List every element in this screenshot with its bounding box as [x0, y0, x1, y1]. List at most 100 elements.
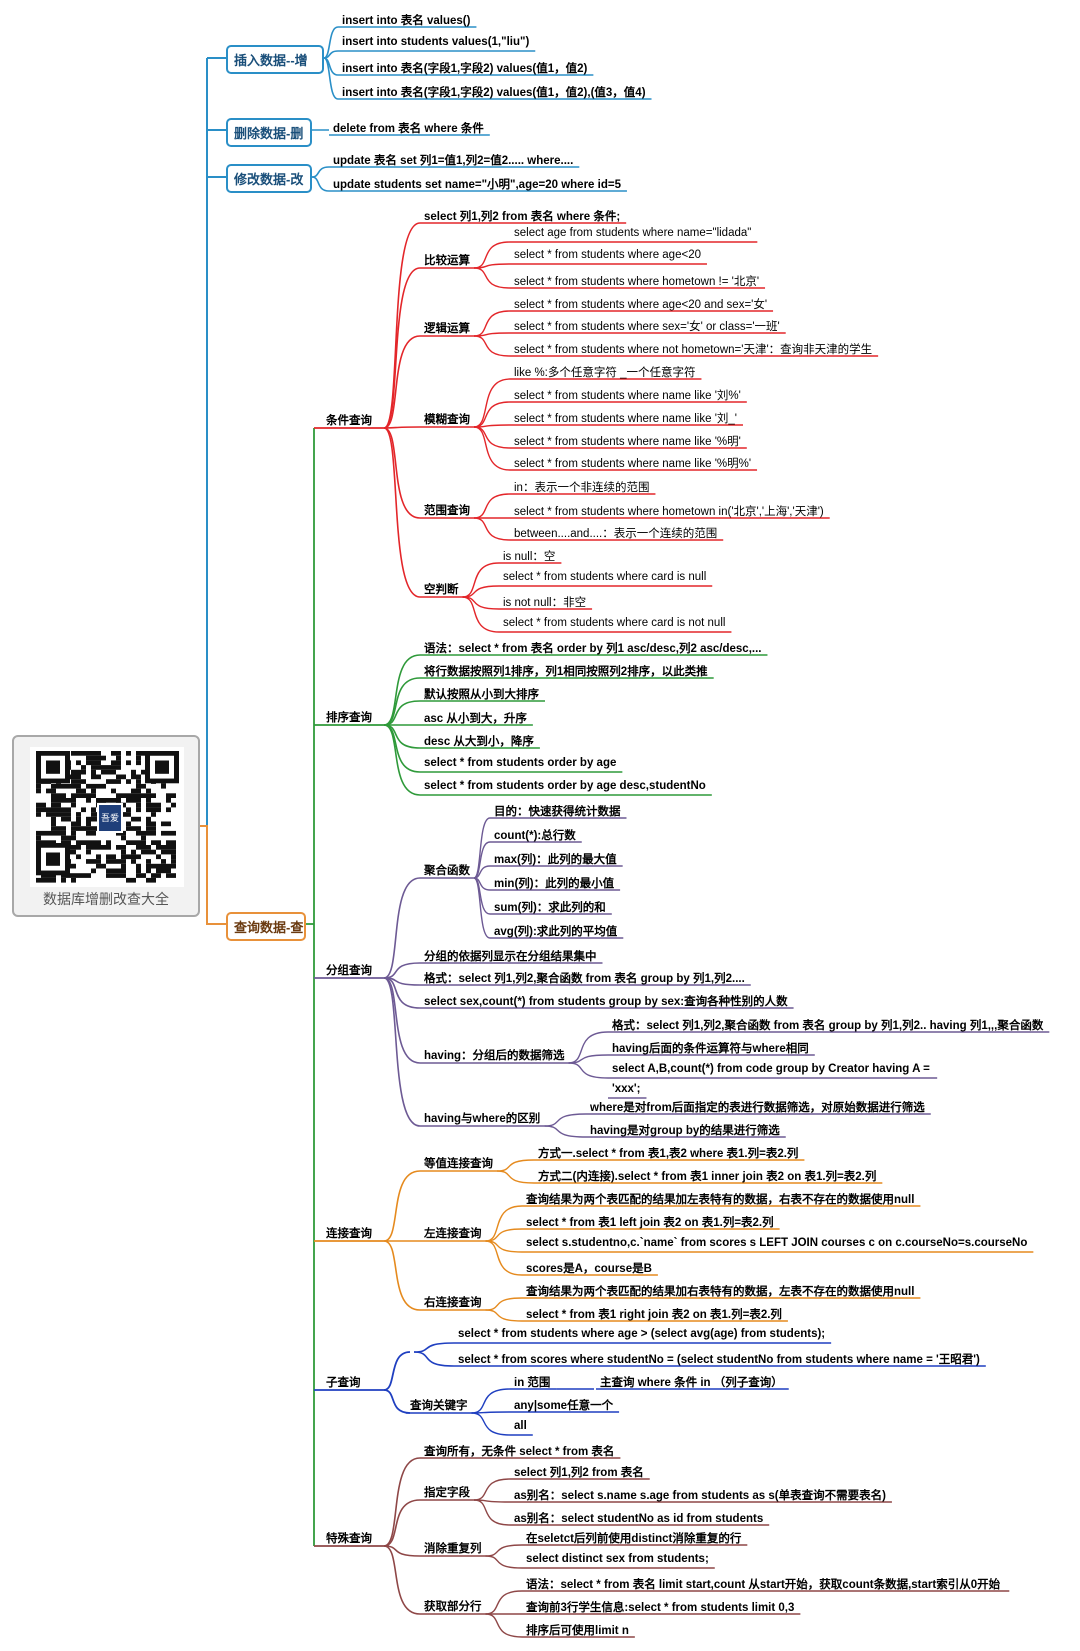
eq-connector — [496, 1170, 535, 1184]
left-connector — [485, 1240, 523, 1276]
delete-item: delete from 表名 where 条件 — [333, 123, 484, 135]
special-connector — [383, 1499, 421, 1547]
sub-connector — [383, 1389, 411, 1414]
distinct-connector — [485, 1544, 523, 1557]
sort-node: 排序查询 — [326, 712, 372, 724]
kw-item: all — [514, 1420, 527, 1432]
join-connector — [383, 1170, 421, 1242]
group-item: select sex,count(*) from students group … — [424, 996, 788, 1008]
hw-item: where是对from后面指定的表进行数据筛选，对原始数据进行筛选 — [590, 1102, 925, 1114]
range-node-connector — [473, 517, 511, 541]
group-item: 分组的依据列显示在分组结果集中 — [424, 951, 597, 963]
insert-connector — [323, 57, 339, 100]
join-connector — [383, 1240, 421, 1311]
query-node: 查询数据-查 — [226, 912, 306, 941]
sort-connector — [383, 654, 421, 726]
special-all: 查询所有，无条件 select * from 表名 — [424, 1446, 615, 1458]
limit-connector — [485, 1613, 523, 1638]
having-item: 格式：select 列1,列2,聚合函数 from 表名 group by 列1… — [612, 1020, 1044, 1032]
insert-item: insert into 表名(字段1,字段2) values(值1，值2) — [342, 63, 588, 75]
sort-item: 将行数据按照列1排序，列1相同按照列2排序，以此类推 — [424, 666, 708, 678]
update-item: update 表名 set 列1=值1,列2=值2..... where.... — [333, 155, 574, 167]
null-node-item: is not null：非空 — [503, 597, 587, 609]
hw-item: having是对group by的结果进行筛选 — [590, 1125, 780, 1137]
update-node: 修改数据-改 — [226, 164, 312, 193]
having-connector — [568, 1031, 609, 1064]
eq-item: 方式二(内连接).select * from 表1 inner join 表2 … — [538, 1171, 877, 1183]
range-node: 范围查询 — [424, 505, 470, 517]
agg-item: 目的：快速获得统计数据 — [494, 806, 621, 818]
logic-node: 逻辑运算 — [424, 323, 470, 335]
limit-item: 查询前3行学生信息:select * from students limit 0… — [526, 1602, 795, 1614]
limit-item: 排序后可使用limit n — [526, 1625, 629, 1637]
special-node: 特殊查询 — [326, 1533, 372, 1545]
limit-item: 语法：select * from 表名 limit start,count 从s… — [526, 1579, 1001, 1591]
trunk-blue — [200, 58, 208, 827]
kw-connector — [471, 1388, 511, 1414]
agg-item: sum(列)：求此列的和 — [494, 902, 606, 914]
insert-connector — [323, 50, 339, 59]
distinct-item: select distinct sex from students; — [526, 1553, 709, 1565]
root-node: 吾爱 数据库增删改查大全 — [12, 735, 200, 917]
having-item: select A,B,count(*) from code group by C… — [612, 1063, 930, 1075]
agg-node: 聚合函数 — [424, 865, 470, 877]
group-connector — [383, 877, 421, 979]
null-node-item: select * from students where card is not… — [503, 617, 726, 629]
sort-item: desc 从大到小，降序 — [424, 736, 534, 748]
agg-connector — [473, 877, 491, 915]
sort-item: asc 从小到大，升序 — [424, 713, 527, 725]
update-connector — [311, 166, 330, 178]
logic-node-item: select * from students where age<20 and … — [514, 299, 768, 311]
field-connector — [473, 1478, 511, 1501]
null-node-item: is null：空 — [503, 551, 556, 563]
special-connector — [383, 1545, 421, 1557]
compare-node-item: select * from students where age<20 — [514, 249, 701, 261]
kw-connector — [471, 1412, 511, 1436]
cond-syntax: select 列1,列2 from 表名 where 条件; — [424, 211, 621, 223]
eq-connector — [496, 1159, 535, 1172]
cond-connector — [383, 222, 421, 429]
limit-connector — [485, 1590, 523, 1615]
agg-item: max(列)：此列的最大值 — [494, 854, 617, 866]
fuzzy-node-connector — [473, 426, 511, 449]
kw-item: any|some任意一个 — [514, 1400, 614, 1412]
compare-node-connector — [473, 267, 511, 289]
range-node-item: in：表示一个非连续的范围 — [514, 482, 650, 494]
sort-item: 语法：select * from 表名 order by 列1 asc/desc… — [424, 643, 762, 655]
group-connector — [383, 977, 421, 1064]
right-item: select * from 表1 right join 表2 on 表1.列=表… — [526, 1309, 782, 1321]
join-node: 连接查询 — [326, 1228, 372, 1240]
update-connector — [311, 176, 330, 192]
qr-logo: 吾爱 — [97, 803, 123, 833]
cond-connector — [383, 267, 421, 429]
root-title: 数据库增删改查大全 — [43, 891, 169, 907]
null-node-item: select * from students where card is nul… — [503, 571, 707, 583]
right-item: 查询结果为两个表匹配的结果加右表特有的数据，左表不存在的数据使用null — [526, 1286, 915, 1298]
sort-item: select * from students order by age — [424, 757, 617, 769]
agg-connector — [473, 877, 491, 939]
fuzzy-node-connector — [473, 426, 511, 471]
cond-connector — [383, 427, 421, 519]
fuzzy-node-connector — [473, 401, 511, 428]
fuzzy-node-item: select * from students where name like '… — [514, 458, 752, 470]
agg-item: min(列)：此列的最小值 — [494, 878, 615, 890]
fuzzy-node: 模糊查询 — [424, 414, 470, 426]
field-connector — [473, 1499, 511, 1526]
group-connector — [383, 962, 421, 979]
fuzzy-node-item: select * from students where name like '… — [514, 413, 737, 425]
agg-item: count(*):总行数 — [494, 830, 576, 842]
right-join-node: 右连接查询 — [424, 1297, 482, 1309]
group-item: 格式：select 列1,列2,聚合函数 from 表名 group by 列1… — [424, 973, 745, 985]
sort-item: 默认按照从小到大排序 — [424, 689, 539, 701]
insert-item: insert into students values(1,"liu") — [342, 36, 530, 48]
agg-connector — [473, 841, 491, 879]
logic-node-connector — [473, 310, 511, 337]
sort-connector — [383, 724, 421, 796]
field-item: select 列1,列2 from 表名 — [514, 1467, 644, 1479]
sub-item: select * from students where age > (sele… — [458, 1328, 826, 1340]
insert-node: 插入数据--增 — [226, 45, 324, 74]
compare-node: 比较运算 — [424, 255, 470, 267]
limit-node: 获取部分行 — [424, 1601, 482, 1613]
agg-item: avg(列):求此列的平均值 — [494, 926, 618, 938]
having-item: having后面的条件运算符与where相同 — [612, 1043, 809, 1055]
